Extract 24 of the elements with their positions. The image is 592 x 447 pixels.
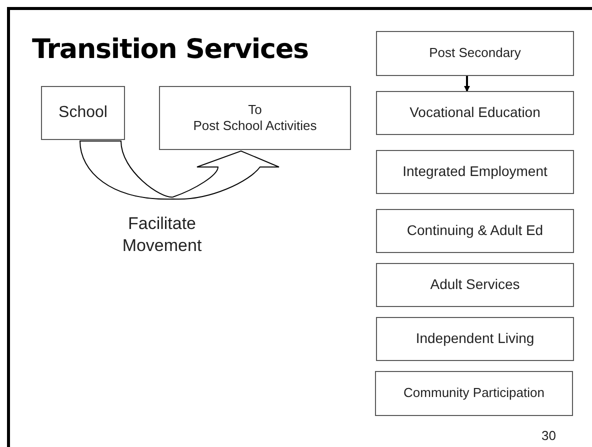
process-box bbox=[375, 371, 573, 416]
box-label: Adult Services bbox=[430, 276, 520, 294]
process-box bbox=[41, 86, 125, 140]
box-label: Vocational Education bbox=[410, 104, 540, 122]
box-label: School bbox=[58, 103, 108, 123]
process-box bbox=[376, 150, 574, 194]
process-box bbox=[376, 31, 574, 76]
page-number: 30 bbox=[542, 427, 556, 445]
curved-block-arrow bbox=[80, 140, 280, 200]
process-box bbox=[159, 86, 351, 150]
arrow bbox=[464, 76, 470, 92]
box-label: Integrated Employment bbox=[402, 163, 548, 181]
process-box bbox=[376, 263, 574, 307]
slide-title: Transition Services bbox=[32, 33, 308, 67]
box-label: To bbox=[248, 102, 262, 118]
process-box bbox=[376, 209, 574, 253]
process-box bbox=[376, 317, 574, 361]
box-label: Post School Activities bbox=[193, 118, 317, 134]
box-label: Post Secondary bbox=[429, 45, 521, 62]
box-label: Community Participation bbox=[404, 385, 544, 402]
process-box bbox=[376, 91, 574, 135]
box-label: Independent Living bbox=[416, 330, 534, 348]
edge-label: Facilitate Movement bbox=[121, 213, 203, 258]
box-label: Continuing & Adult Ed bbox=[406, 222, 544, 240]
